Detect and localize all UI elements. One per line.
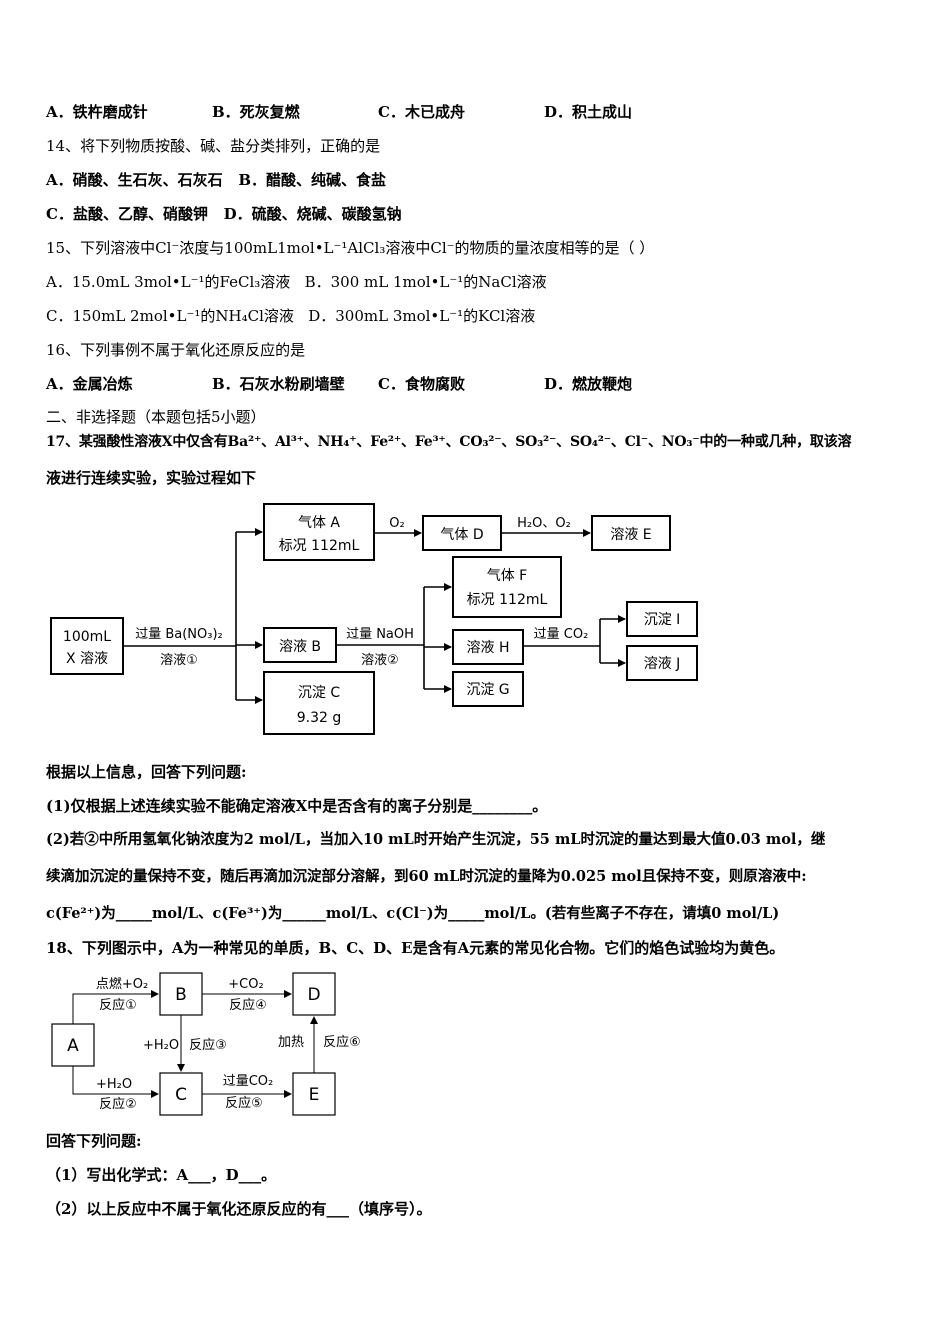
label-precipitate-c-line2: 9.32 g <box>297 710 342 726</box>
q14-options-cd: C．盐酸、乙醇、硝酸钾 D．硫酸、烧碱、碳酸氢钠 <box>46 204 402 224</box>
q13-options: A．铁杵磨成针 B．死灰复燃 C．木已成舟 D．积土成山 <box>46 102 632 122</box>
r6-left: 加热 <box>278 1035 304 1050</box>
r1-bottom: 反应① <box>99 997 137 1013</box>
label-gas-f-line1: 气体 F <box>487 568 528 584</box>
label-solution-h: 溶液 H <box>467 640 510 656</box>
q15-stem: 15、下列溶液中Cl⁻浓度与100mL1mol•L⁻¹AlCl₃溶液中Cl⁻的物… <box>46 239 655 257</box>
label-reagent1-top: 过量 Ba(NO₃)₂ <box>135 627 223 642</box>
node-a-label: A <box>67 1036 79 1056</box>
r6-right: 反应⑥ <box>323 1034 361 1050</box>
node-d <box>292 972 336 1016</box>
label-reagent2-top: 过量 NaOH <box>346 627 414 642</box>
box-solution-e <box>591 515 671 551</box>
q17-part2-line3: c(Fe²⁺)为_____mol/L、c(Fe³⁺)为______mol/L、c… <box>46 905 780 922</box>
q18-part1: （1）写出化学式：A___，D___。 <box>46 1166 277 1184</box>
q18-reaction-diagram: A B C D E 点燃+O₂ 反应① +H₂O 反应② +H₂O 反应③ +C… <box>51 972 361 1116</box>
q17-stem-line1: 17、某强酸性溶液X中仅含有Ba²⁺、Al³⁺、NH₄⁺、Fe²⁺、Fe³⁺、C… <box>46 434 852 450</box>
r2-bottom: 反应② <box>99 1096 137 1112</box>
q17-part2-line2: 续滴加沉淀的量保持不变，随后再滴加沉淀部分溶解，到60 mL时沉淀的量降为0.0… <box>46 868 807 885</box>
q15-option-a: A．15.0mL 3mol•L⁻¹的FeCl₃溶液 <box>46 273 291 291</box>
q15-option-c: C．150mL 2mol•L⁻¹的NH₄Cl溶液 <box>46 307 294 325</box>
q13-option-a: A．铁杵磨成针 <box>46 103 148 121</box>
label-precipitate-g: 沉淀 G <box>466 682 509 698</box>
q16-option-b: B．石灰水粉刷墙壁 <box>212 375 345 393</box>
box-precipitate-g <box>452 671 524 707</box>
q14-options-ab: A．硝酸、生石灰、石灰石 B．醋酸、纯碱、食盐 <box>46 170 386 190</box>
q16-option-a: A．金属冶炼 <box>46 375 133 393</box>
label-reagent2-bottom: 溶液② <box>361 653 399 668</box>
r3-right: 反应③ <box>189 1037 227 1053</box>
q14-option-a: A．硝酸、生石灰、石灰石 <box>46 171 223 189</box>
label-gas-a-line1: 气体 A <box>298 515 340 531</box>
node-d-label: D <box>307 985 320 1005</box>
section-heading: 二、非选择题（本题包括5小题） <box>46 408 266 426</box>
q16-option-c: C．食物腐败 <box>378 375 465 393</box>
label-solution-e: 溶液 E <box>610 527 651 543</box>
label-solution-b: 溶液 B <box>279 639 321 655</box>
q17-stem-line2: 液进行连续实验，实验过程如下 <box>46 469 257 487</box>
r1-top: 点燃+O₂ <box>96 976 148 992</box>
q17-intro: 根据以上信息，回答下列问题: <box>46 763 247 781</box>
label-precipitate-i: 沉淀 I <box>644 612 681 628</box>
q13-option-c: C．木已成舟 <box>378 103 465 121</box>
q14-option-d: D．硫酸、烧碱、碳酸氢钠 <box>223 205 402 223</box>
label-x-line2: X 溶液 <box>66 651 108 667</box>
q18-part2: （2）以上反应中不属于氧化还原反应的有___（填序号）。 <box>46 1200 432 1218</box>
box-solution-j <box>626 645 698 681</box>
box-precipitate-c <box>263 671 375 735</box>
q16-stem: 16、下列事例不属于氧化还原反应的是 <box>46 341 306 359</box>
q14-option-c: C．盐酸、乙醇、硝酸钾 <box>46 205 208 223</box>
q16-option-d: D．燃放鞭炮 <box>544 375 633 393</box>
label-o2: O₂ <box>389 516 404 531</box>
q13-option-d: D．积土成山 <box>544 103 633 121</box>
box-gas-f <box>452 556 562 618</box>
r4-top: +CO₂ <box>228 977 263 992</box>
node-b-label: B <box>175 985 187 1005</box>
q17-flow-diagram: 100mL X 溶液 过量 Ba(NO₃)₂ 溶液① 气体 A 标况 112mL… <box>50 503 698 735</box>
q15-options-cd: C．150mL 2mol•L⁻¹的NH₄Cl溶液 D．300mL 3mol•L⁻… <box>46 306 535 326</box>
box-precipitate-i <box>626 601 698 637</box>
r2-top: +H₂O <box>96 1077 132 1092</box>
node-c-label: C <box>175 1085 187 1105</box>
label-co2: 过量 CO₂ <box>534 627 589 642</box>
q17-part1: (1)仅根据上述连续实验不能确定溶液X中是否含有的离子分别是________。 <box>46 797 548 815</box>
q18-intro: 回答下列问题: <box>46 1132 142 1150</box>
box-solution-h <box>452 629 524 665</box>
q15-options-ab: A．15.0mL 3mol•L⁻¹的FeCl₃溶液 B．300 mL 1mol•… <box>46 272 547 292</box>
label-precipitate-c-line1: 沉淀 C <box>298 685 340 701</box>
label-solution-j: 溶液 J <box>644 656 681 672</box>
q14-option-b: B．醋酸、纯碱、食盐 <box>238 171 386 189</box>
box-gas-a <box>263 503 375 561</box>
q18-stem: 18、下列图示中，A为一种常见的单质，B、C、D、E是含有A元素的常见化合物。它… <box>46 939 785 957</box>
q15-option-b: B．300 mL 1mol•L⁻¹的NaCl溶液 <box>304 273 547 291</box>
label-h2o-o2: H₂O、O₂ <box>517 516 571 531</box>
q14-stem: 14、将下列物质按酸、碱、盐分类排列，正确的是 <box>46 137 381 155</box>
q13-option-b: B．死灰复燃 <box>212 103 300 121</box>
label-gas-f-line2: 标况 112mL <box>467 592 548 608</box>
label-x-line1: 100mL <box>63 629 111 645</box>
q16-options: A．金属冶炼 B．石灰水粉刷墙壁 C．食物腐败 D．燃放鞭炮 <box>46 374 632 394</box>
label-reagent1-bottom: 溶液① <box>160 653 198 668</box>
label-gas-a-line2: 标况 112mL <box>279 538 360 554</box>
label-gas-d: 气体 D <box>440 527 483 543</box>
r4-bottom: 反应④ <box>229 997 267 1013</box>
r5-top: 过量CO₂ <box>223 1074 274 1089</box>
r5-bottom: 反应⑤ <box>225 1095 263 1111</box>
q15-option-d: D．300mL 3mol•L⁻¹的KCl溶液 <box>308 307 536 325</box>
r3-left: +H₂O <box>143 1038 179 1053</box>
node-e-label: E <box>309 1085 320 1105</box>
q17-part2-line1: (2)若②中所用氢氧化钠浓度为2 mol/L，当加入10 mL时开始产生沉淀，5… <box>46 831 826 848</box>
